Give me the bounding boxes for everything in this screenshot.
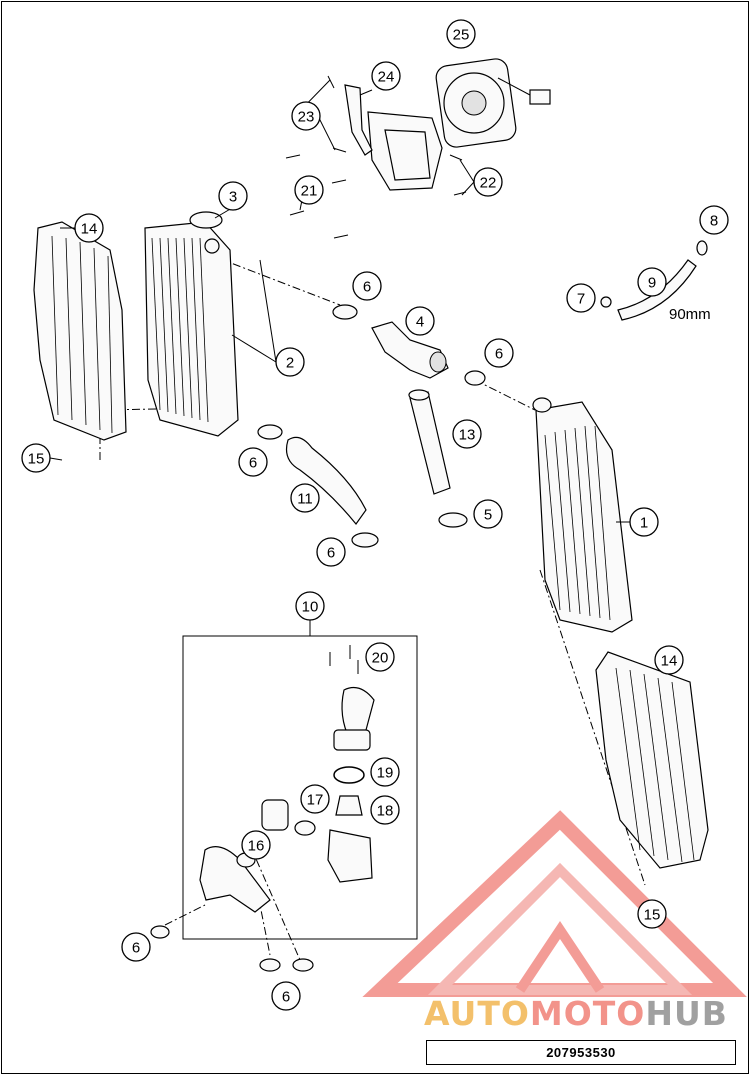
- kit-parts: [199, 645, 375, 913]
- thermostat-housing: [371, 321, 449, 379]
- svg-text:15: 15: [644, 907, 661, 924]
- callout-6-c: 6: [238, 447, 268, 477]
- callout-13: 13: [452, 419, 482, 449]
- svg-text:6: 6: [363, 279, 371, 296]
- callout-23: 23: [291, 101, 321, 131]
- callout-18: 18: [370, 795, 400, 825]
- svg-text:15: 15: [28, 451, 45, 468]
- cooling-fan: [435, 58, 551, 148]
- callout-20: 20: [365, 642, 395, 672]
- callout-16: 16: [241, 830, 271, 860]
- svg-text:1: 1: [640, 515, 648, 532]
- svg-text:14: 14: [81, 221, 98, 238]
- svg-text:11: 11: [297, 491, 313, 508]
- callout-10: 10: [295, 591, 325, 621]
- left-radiator: [144, 211, 239, 437]
- callout-2: 2: [275, 347, 305, 377]
- callout-6-a: 6: [352, 271, 382, 301]
- callout-6-e: 6: [121, 932, 151, 962]
- callout-4: 4: [405, 306, 435, 336]
- svg-text:17: 17: [307, 792, 324, 809]
- svg-text:7: 7: [577, 291, 585, 308]
- svg-text:21: 21: [301, 183, 318, 200]
- left-radiator-guard: [33, 221, 127, 441]
- watermark-part-3: HUB: [645, 994, 728, 1033]
- callout-5: 5: [473, 499, 503, 529]
- svg-text:6: 6: [132, 940, 140, 957]
- svg-text:13: 13: [459, 427, 476, 444]
- svg-text:4: 4: [416, 314, 424, 331]
- callout-7: 7: [566, 283, 596, 313]
- watermark-part-1: AUTO: [424, 994, 530, 1033]
- svg-text:18: 18: [377, 803, 394, 820]
- svg-text:6: 6: [327, 545, 335, 562]
- callout-15-right: 15: [637, 899, 667, 929]
- svg-text:6: 6: [282, 989, 290, 1006]
- svg-text:14: 14: [661, 653, 678, 670]
- callout-22: 22: [473, 167, 503, 197]
- svg-text:6: 6: [249, 455, 257, 472]
- hose-13: [408, 389, 451, 495]
- callout-14-left: 14: [74, 213, 104, 243]
- watermark-part-2: MOTO: [529, 994, 646, 1033]
- callout-6-b: 6: [484, 338, 514, 368]
- svg-text:8: 8: [710, 213, 718, 230]
- callout-24: 24: [371, 61, 401, 91]
- svg-text:3: 3: [229, 189, 237, 206]
- callout-11: 11: [290, 483, 320, 513]
- right-radiator-guard: [595, 651, 709, 869]
- callout-25: 25: [446, 19, 476, 49]
- right-radiator: [532, 397, 633, 633]
- svg-text:5: 5: [484, 507, 492, 524]
- callout-3: 3: [218, 181, 248, 211]
- callout-19: 19: [370, 757, 400, 787]
- svg-text:19: 19: [377, 765, 394, 782]
- callout-14-right: 14: [654, 645, 684, 675]
- svg-text:6: 6: [495, 346, 503, 363]
- leader-lines: [49, 79, 630, 523]
- screws-small: [285, 75, 467, 239]
- svg-text:20: 20: [372, 650, 389, 667]
- hose-length-label: 90mm: [669, 306, 711, 323]
- callout-21: 21: [294, 175, 324, 205]
- callout-17: 17: [300, 784, 330, 814]
- svg-text:2: 2: [286, 355, 294, 372]
- svg-text:23: 23: [298, 109, 315, 126]
- svg-text:22: 22: [480, 175, 497, 192]
- svg-text:9: 9: [648, 275, 656, 292]
- hose-clamps: [150, 304, 486, 972]
- callout-9: 9: [637, 267, 667, 297]
- svg-text:24: 24: [378, 69, 395, 86]
- svg-text:10: 10: [302, 599, 319, 616]
- callout-8: 8: [699, 205, 729, 235]
- svg-text:16: 16: [248, 838, 265, 855]
- svg-text:25: 25: [453, 27, 470, 44]
- watermark-text: AUTOMOTOHUB: [424, 994, 728, 1033]
- fan-bracket: [344, 84, 443, 191]
- callout-6-d: 6: [316, 537, 346, 567]
- callout-1: 1: [629, 507, 659, 537]
- overflow-hose: [600, 240, 708, 321]
- callout-6-f: 6: [271, 981, 301, 1011]
- callout-15-left: 15: [21, 443, 51, 473]
- drawing-number: 207953530: [426, 1040, 736, 1065]
- kit-box: [182, 620, 418, 940]
- hose-11: [285, 436, 367, 525]
